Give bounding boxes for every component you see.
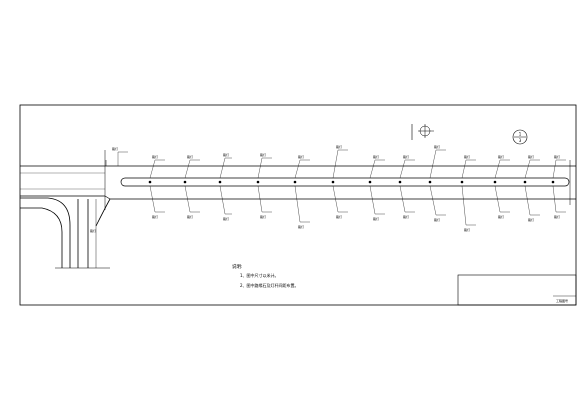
label-bottom-1: 路灯 (152, 214, 158, 219)
label-top-6: 路灯 (298, 154, 304, 159)
label-bottom-10: 路灯 (464, 227, 470, 232)
north-arrow-icon (411, 124, 434, 140)
scale-marker: 1 3 (512, 129, 528, 145)
label-top-3: 路灯 (187, 154, 193, 159)
label-bottom-11: 路灯 (498, 214, 504, 219)
label-bottom-4: 路灯 (260, 214, 266, 219)
notes-title: 说明: (232, 263, 243, 270)
lamp-poles (148, 180, 555, 184)
label-top-7: 路灯 (336, 144, 342, 149)
notes-block: 说明: 1、图中尺寸以米计。 2、图中路缘石及灯杆间距布置。 (232, 263, 299, 288)
note-item-2: 2、图中路缘石及灯杆间距布置。 (240, 282, 299, 288)
label-top-12: 路灯 (498, 154, 504, 159)
cross-section-ticks (104, 150, 571, 210)
labels-bottom: 路灯 路灯 路灯 路灯 路灯 路灯 路灯 路灯 路灯 路灯 路灯 路灯 路灯 路… (90, 214, 560, 233)
labels-top: 路灯 路灯 路灯 路灯 路灯 路灯 路灯 路灯 路灯 路灯 路灯 路灯 路灯 路… (112, 144, 560, 159)
label-bottom-7: 路灯 (373, 216, 379, 221)
label-top-4: 路灯 (223, 152, 229, 157)
label-top-5: 路灯 (260, 152, 266, 157)
label-bottom-9: 路灯 (434, 217, 440, 222)
label-bottom-12: 路灯 (528, 217, 534, 222)
label-top-1: 路灯 (112, 146, 118, 151)
scale-denominator: 3 (519, 138, 522, 143)
note-item-1: 1、图中尺寸以米计。 (240, 272, 279, 278)
label-top-10: 路灯 (434, 144, 440, 149)
label-bottom-14: 路灯 (90, 228, 96, 233)
label-bottom-6: 路灯 (336, 214, 342, 219)
title-block-corner-text: 工程图号 (556, 298, 568, 303)
label-bottom-5: 路灯 (298, 224, 304, 229)
title-block (457, 274, 577, 306)
scale-numerator: 1 (519, 132, 522, 137)
label-bottom-2: 路灯 (187, 214, 193, 219)
label-top-11: 路灯 (464, 154, 470, 159)
label-top-9: 路灯 (403, 154, 409, 159)
label-top-14: 路灯 (554, 154, 560, 159)
label-bottom-8: 路灯 (403, 214, 409, 219)
road-outline (20, 165, 576, 200)
label-bottom-3: 路灯 (223, 216, 229, 221)
sheet-border (19, 104, 577, 306)
leader-lines-bottom (149, 185, 566, 226)
leader-lines-top (117, 149, 566, 179)
label-bottom-13: 路灯 (554, 214, 560, 219)
intersection-curves (20, 197, 111, 269)
label-top-13: 路灯 (528, 154, 534, 159)
label-top-8: 路灯 (373, 154, 379, 159)
label-top-2: 路灯 (152, 154, 158, 159)
median-strip (120, 177, 570, 187)
